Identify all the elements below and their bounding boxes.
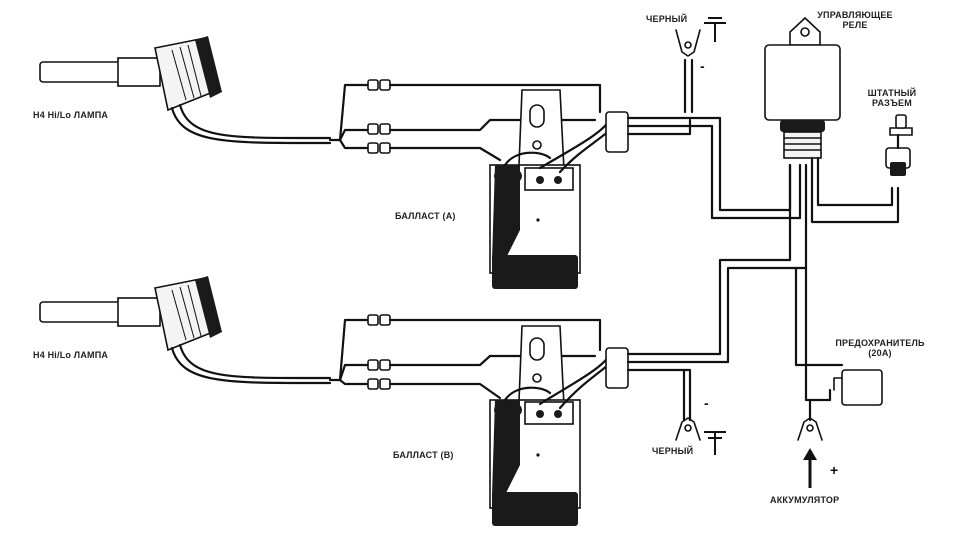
relay-label: УПРАВЛЯЮЩЕЕ РЕЛЕ	[815, 10, 895, 30]
ballast-b	[489, 325, 614, 526]
ground-bottom	[675, 417, 726, 455]
lamp-top-label: H4 Hi/Lo ЛАМПА	[33, 110, 109, 120]
fuse-label-line2: (20А)	[868, 348, 892, 358]
battery-terminal	[797, 417, 823, 488]
ballast-b-label: БАЛЛАСТ (В)	[393, 450, 454, 460]
black-wire-bottom-label: ЧЕРНЫЙ	[652, 446, 694, 456]
connectors-bottom	[328, 314, 602, 400]
battery-label: АККУМУЛЯТОР	[770, 495, 840, 505]
fuse-label: ПРЕДОХРАНИТЕЛЬ (20А)	[820, 338, 940, 358]
relay-label-line1: УПРАВЛЯЮЩЕЕ	[817, 10, 893, 20]
minus-sign-top: -	[700, 58, 705, 74]
plus-sign: +	[830, 462, 839, 478]
ground-top	[675, 17, 726, 57]
harness-right	[794, 156, 900, 422]
stock-socket	[885, 114, 913, 176]
lamp-bottom	[39, 276, 332, 385]
ballast-a	[489, 89, 614, 289]
fuse-20a	[833, 369, 883, 406]
lamp-top	[39, 36, 332, 145]
minus-sign-bottom: -	[704, 395, 709, 411]
fuse-label-line1: ПРЕДОХРАНИТЕЛЬ	[835, 338, 925, 348]
black-wire-top-label: ЧЕРНЫЙ	[646, 14, 688, 24]
stock-socket-label-line2: РАЗЪЕМ	[872, 98, 912, 108]
stock-socket-label: ШТАТНЫЙ РАЗЪЕМ	[862, 88, 922, 108]
ballast-a-label: БАЛЛАСТ (А)	[395, 211, 456, 221]
harness-bottom	[605, 163, 808, 422]
control-relay	[764, 16, 841, 159]
relay-label-line2: РЕЛЕ	[842, 20, 868, 30]
lamp-bottom-label: H4 Hi/Lo ЛАМПА	[33, 350, 109, 360]
stock-socket-label-line1: ШТАТНЫЙ	[867, 88, 917, 98]
